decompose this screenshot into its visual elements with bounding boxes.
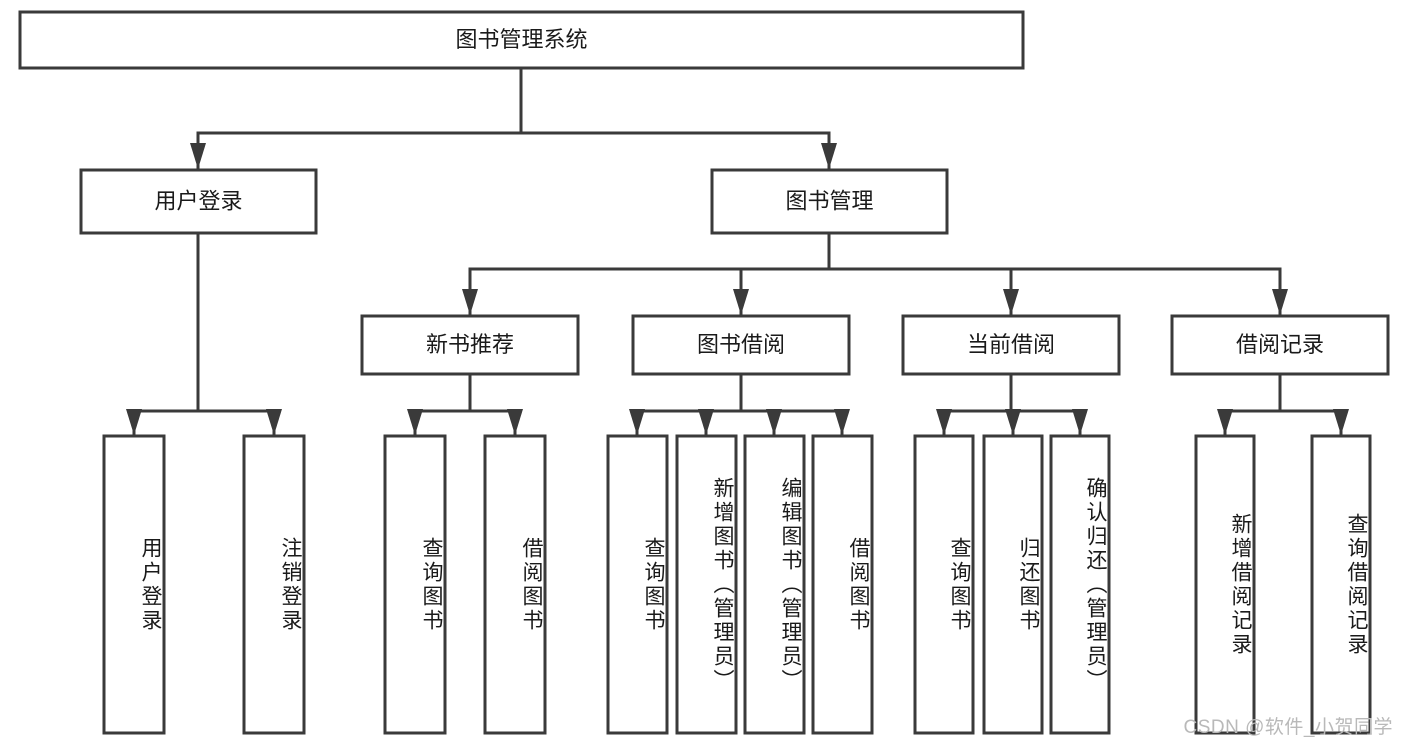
arrow-head-icon — [1072, 409, 1088, 435]
watermark: CSDN @软件_小贺同学 — [1183, 717, 1393, 738]
node-label: 图书管理系统 — [455, 27, 587, 52]
node-box-level3[interactable] — [901, 314, 1121, 376]
node-label: 借阅记录 — [1236, 332, 1324, 357]
arrow-head-icon — [1333, 409, 1349, 435]
node-box-leaf[interactable] — [1310, 434, 1372, 735]
node-box-leaf[interactable] — [242, 434, 306, 735]
arrow-head-icon — [834, 409, 850, 435]
arrow-head-icon — [126, 409, 142, 435]
node-box-leaf[interactable] — [743, 434, 806, 735]
arrow-head-icon — [1003, 289, 1019, 315]
node-box-leaf[interactable] — [1049, 434, 1111, 735]
node-label: 用户登录 — [154, 188, 242, 213]
node-box-leaf[interactable] — [383, 434, 447, 735]
arrow-head-icon — [1217, 409, 1233, 435]
arrow-head-icon — [190, 143, 206, 169]
arrow-head-icon — [407, 409, 423, 435]
arrow-head-icon — [733, 289, 749, 315]
node-box-leaf[interactable] — [483, 434, 547, 735]
node-label: 新书推荐 — [426, 332, 514, 357]
arrow-head-icon — [698, 409, 714, 435]
node-box-layer — [18, 10, 1390, 735]
node-box-level2[interactable] — [710, 168, 949, 235]
node-box-root[interactable] — [18, 10, 1025, 70]
arrow-head-icon — [462, 289, 478, 315]
arrow-head-icon — [629, 409, 645, 435]
node-box-leaf[interactable] — [102, 434, 166, 735]
arrow-head-icon — [1005, 409, 1021, 435]
node-box-leaf[interactable] — [675, 434, 738, 735]
node-box-level3[interactable] — [631, 314, 851, 376]
arrow-head-icon — [266, 409, 282, 435]
node-label: 当前借阅 — [967, 332, 1055, 357]
node-box-leaf[interactable] — [1194, 434, 1256, 735]
arrow-head-icon — [1272, 289, 1288, 315]
node-label: 图书管理 — [785, 188, 873, 213]
node-box-level3[interactable] — [360, 314, 580, 376]
node-box-leaf[interactable] — [606, 434, 669, 735]
node-box-leaf[interactable] — [913, 434, 975, 735]
node-box-level2[interactable] — [79, 168, 318, 235]
connector-layer — [126, 66, 1349, 437]
node-box-level3[interactable] — [1170, 314, 1390, 376]
node-label: 图书借阅 — [697, 332, 785, 357]
arrow-head-icon — [507, 409, 523, 435]
arrow-head-icon — [821, 143, 837, 169]
node-box-leaf[interactable] — [982, 434, 1044, 735]
arrow-head-icon — [936, 409, 952, 435]
arrow-head-icon — [766, 409, 782, 435]
node-box-leaf[interactable] — [811, 434, 874, 735]
